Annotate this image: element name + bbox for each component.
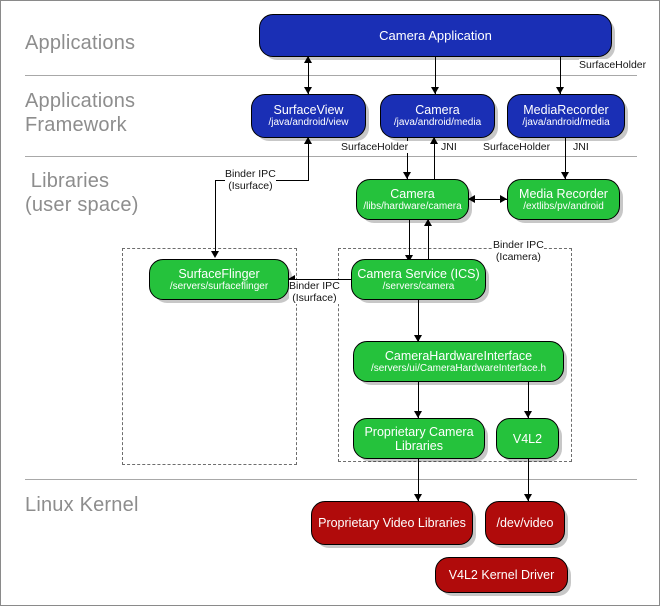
node-dev-video[interactable]: /dev/video	[485, 501, 565, 545]
node-v4l2-kernel-driver[interactable]: V4L2 Kernel Driver	[435, 557, 568, 593]
node-proprietary-camera-libraries[interactable]: Proprietary Camera Libraries	[353, 418, 485, 459]
edge-cameraservice-surfaceflinger	[289, 279, 351, 280]
edge-label-binder-ipc-icamera: Binder IPC (Icamera)	[493, 239, 544, 263]
arrow-app-mediarecorder-down	[556, 87, 564, 94]
arrow-camera-mediarecorder-right	[500, 195, 507, 203]
edge-chi-proprietary	[418, 382, 419, 418]
arrow-surfaceview-up	[304, 137, 312, 144]
arrow-proprietary-video	[414, 494, 422, 501]
node-title: V4L2	[512, 431, 543, 446]
layer-label-applications: Applications	[25, 32, 136, 54]
node-title: V4L2 Kernel Driver	[448, 568, 555, 582]
node-surfaceview[interactable]: SurfaceView /java/android/view	[251, 94, 366, 138]
node-camera-java[interactable]: Camera /java/android/media	[380, 94, 495, 138]
node-subtitle: /servers/camera	[382, 280, 455, 292]
arrow-camera-jni-up	[430, 137, 438, 144]
node-title: Proprietary Video Libraries	[318, 516, 466, 530]
node-title: SurfaceFlinger	[178, 266, 260, 281]
arrow-camera-service-down	[405, 255, 413, 262]
edge-v4l2-devvideo	[528, 457, 529, 501]
node-subtitle: /java/android/media	[522, 117, 610, 128]
edge-label-surfaceholder-app: SurfaceHolder	[579, 59, 647, 71]
node-title: MediaRecorder	[523, 103, 609, 117]
node-title: Media Recorder	[519, 186, 608, 201]
node-subtitle: /servers/surfaceflinger	[169, 280, 269, 292]
node-title: CameraHardwareInterface	[384, 348, 533, 363]
edge-label-binder-ipc-isurface-mid: Binder IPC (Isurface)	[289, 280, 340, 304]
node-camera-service[interactable]: Camera Service (ICS) /servers/camera	[351, 259, 486, 300]
layer-label-linux-kernel: Linux Kernel	[25, 494, 139, 516]
edge-camera-service-up	[428, 220, 429, 262]
node-v4l2[interactable]: V4L2	[496, 418, 559, 459]
edge-app-camera	[435, 57, 436, 95]
node-surfaceflinger[interactable]: SurfaceFlinger /servers/surfaceflinger	[149, 259, 289, 300]
node-title: Camera	[390, 186, 435, 201]
node-media-recorder-lib[interactable]: Media Recorder /extlibs/pv/android	[507, 179, 620, 220]
node-proprietary-video-libraries[interactable]: Proprietary Video Libraries	[311, 501, 473, 545]
layer-label-libraries: Libraries (user space)	[25, 170, 139, 216]
divider-applications	[25, 75, 637, 76]
arrow-camera-java-down	[403, 172, 411, 179]
node-title: Camera Application	[379, 27, 492, 43]
node-subtitle: /java/android/media	[393, 117, 482, 128]
arrow-chi-proprietary	[414, 411, 422, 418]
edge-label-jni-recorder: JNI	[573, 141, 589, 153]
edge-proprietary-video	[418, 457, 419, 501]
node-subtitle: /servers/ui/CameraHardwareInterface.h	[370, 362, 547, 374]
node-subtitle: /extlibs/pv/android	[523, 200, 604, 212]
arrow-v4l2-devvideo	[524, 494, 532, 501]
edge-camera-mediarecorder	[469, 199, 507, 200]
arrow-camera-mediarecorder-left	[468, 195, 475, 203]
node-title: /dev/video	[496, 516, 554, 530]
node-subtitle: /libs/hardware/camera	[363, 200, 462, 212]
node-title: Camera Service (ICS)	[357, 266, 480, 281]
arrow-mediarecorder-down	[561, 172, 569, 179]
layer-label-applications-framework: Applications Framework	[25, 90, 136, 136]
node-title: Proprietary Camera Libraries	[364, 424, 474, 453]
edge-chi-v4l2	[528, 382, 529, 418]
arrow-cameraservice-surfaceflinger	[288, 275, 295, 283]
arrow-app-surfaceview-down	[304, 87, 312, 94]
edge-surfaceview-up	[308, 138, 309, 180]
node-camera-hardware-interface[interactable]: CameraHardwareInterface /servers/ui/Came…	[353, 341, 564, 382]
edge-camera-java-down	[407, 138, 408, 179]
edge-cameraservice-chi	[418, 296, 419, 342]
arrow-camera-service-up	[424, 219, 432, 226]
node-title: SurfaceView	[273, 103, 344, 117]
group-surfaceflinger-process	[122, 248, 297, 465]
edge-label-binder-ipc-isurface-top: Binder IPC (Isurface)	[225, 168, 276, 192]
edge-camera-service-down	[409, 220, 410, 262]
edge-label-surfaceholder-camera: SurfaceHolder	[341, 141, 409, 153]
arrow-app-camera-down	[431, 87, 439, 94]
edge-mediarecorder-down	[565, 138, 566, 179]
edge-isurface-down	[215, 180, 216, 256]
edge-camera-jni-up	[434, 138, 435, 179]
node-title: Camera	[415, 103, 460, 117]
edge-app-surfaceview	[308, 57, 309, 97]
edge-label-jni-camera: JNI	[441, 141, 457, 153]
divider-framework	[25, 156, 637, 157]
edge-label-surfaceholder-recorder: SurfaceHolder	[483, 141, 551, 153]
node-subtitle: /java/android/view	[268, 117, 349, 128]
node-mediarecorder-java[interactable]: MediaRecorder /java/android/media	[507, 94, 625, 138]
divider-libraries	[25, 479, 637, 480]
node-camera-application[interactable]: Camera Application	[259, 14, 612, 57]
group-camera-service-process	[338, 248, 572, 462]
node-camera-lib[interactable]: Camera /libs/hardware/camera	[356, 179, 469, 220]
arrow-app-surfaceview-up	[304, 56, 312, 63]
edge-app-mediarecorder	[560, 57, 561, 95]
arrow-cameraservice-chi	[414, 335, 422, 342]
arrow-isurface-surfaceflinger	[211, 251, 219, 258]
arrow-chi-v4l2	[524, 411, 532, 418]
